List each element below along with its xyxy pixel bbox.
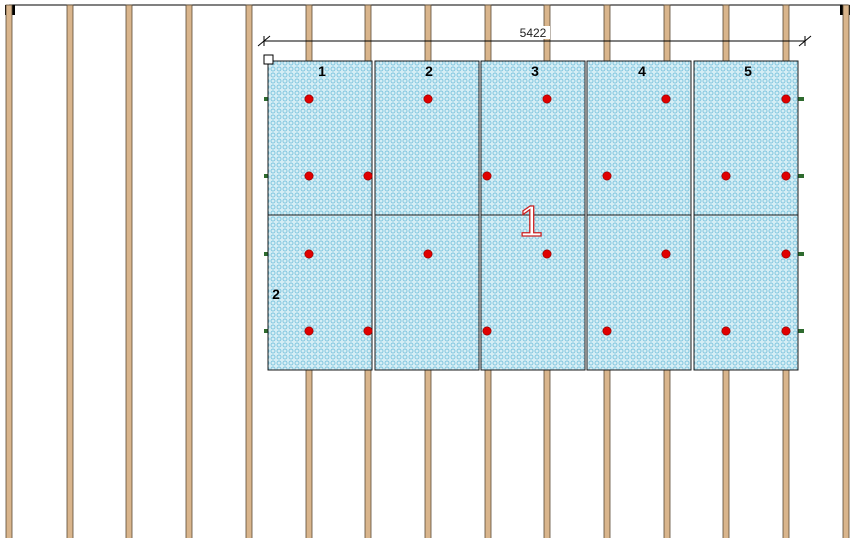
rail-end-left-2 xyxy=(264,174,269,178)
clamp-point-1[interactable] xyxy=(304,94,314,104)
clamp-point-7[interactable] xyxy=(363,171,373,181)
clamp-point-10[interactable] xyxy=(721,171,731,181)
rail-end-left-3 xyxy=(264,252,269,256)
clamp-point-12[interactable] xyxy=(304,249,314,259)
clamp-point-16[interactable] xyxy=(781,249,791,259)
clamp-point-2[interactable] xyxy=(423,94,433,104)
clamp-point-15[interactable] xyxy=(661,249,671,259)
rail-end-right-4 xyxy=(798,329,804,333)
rail-end-left-1 xyxy=(264,97,269,101)
clamp-point-11[interactable] xyxy=(781,171,791,181)
solar-panel-r2-c2[interactable] xyxy=(374,214,480,371)
column-label-5: 5 xyxy=(744,63,752,79)
column-label-4: 4 xyxy=(638,63,646,79)
rafter-5[interactable] xyxy=(245,4,253,538)
clamp-point-13[interactable] xyxy=(423,249,433,259)
column-label-3: 3 xyxy=(531,63,539,79)
solar-panel-r2-c5[interactable] xyxy=(693,214,799,371)
row-label-2: 2 xyxy=(272,286,280,302)
panels-group xyxy=(267,60,799,371)
clamp-point-20[interactable] xyxy=(602,326,612,336)
solar-panel-r1-c1[interactable] xyxy=(267,60,373,216)
clamp-point-4[interactable] xyxy=(661,94,671,104)
dimension-label-background xyxy=(516,26,550,39)
rafter-15[interactable] xyxy=(842,4,850,538)
solar-panel-r2-c4[interactable] xyxy=(586,214,692,371)
solar-panel-r1-c2[interactable] xyxy=(374,60,480,216)
rafter-3[interactable] xyxy=(125,4,133,538)
column-label-1: 1 xyxy=(318,63,326,79)
clamp-point-8[interactable] xyxy=(482,171,492,181)
rafter-2[interactable] xyxy=(66,4,74,538)
array-number-label[interactable]: 1 xyxy=(518,196,544,246)
array-selection-handle[interactable] xyxy=(263,54,274,65)
solar-panel-r2-c1[interactable] xyxy=(267,214,373,371)
column-label-2: 2 xyxy=(425,63,433,79)
solar-panel-r1-c4[interactable] xyxy=(586,60,692,216)
rafter-4[interactable] xyxy=(185,4,193,538)
rail-end-right-1 xyxy=(798,97,804,101)
dimension-label: 5422 xyxy=(520,26,547,40)
clamp-point-21[interactable] xyxy=(721,326,731,336)
rail-end-right-2 xyxy=(798,174,804,178)
solar-panel-r2-c3[interactable] xyxy=(480,214,586,371)
clamp-point-18[interactable] xyxy=(363,326,373,336)
clamp-point-9[interactable] xyxy=(602,171,612,181)
clamps-group xyxy=(304,94,791,336)
clamp-point-17[interactable] xyxy=(304,326,314,336)
clamp-point-5[interactable] xyxy=(781,94,791,104)
rail-end-left-4 xyxy=(264,329,269,333)
dimension-line: 5422 xyxy=(257,26,812,47)
clamp-point-3[interactable] xyxy=(542,94,552,104)
clamp-point-14[interactable] xyxy=(542,249,552,259)
clamp-point-19[interactable] xyxy=(482,326,492,336)
rail-end-right-3 xyxy=(798,252,804,256)
rails-group xyxy=(264,97,804,333)
solar-panel-r1-c5[interactable] xyxy=(693,60,799,216)
clamp-point-6[interactable] xyxy=(304,171,314,181)
solar-panel-r1-c3[interactable] xyxy=(480,60,586,216)
clamp-point-22[interactable] xyxy=(781,326,791,336)
rafter-1[interactable] xyxy=(5,4,13,538)
column-labels: 1 2 3 4 5 xyxy=(318,63,752,79)
